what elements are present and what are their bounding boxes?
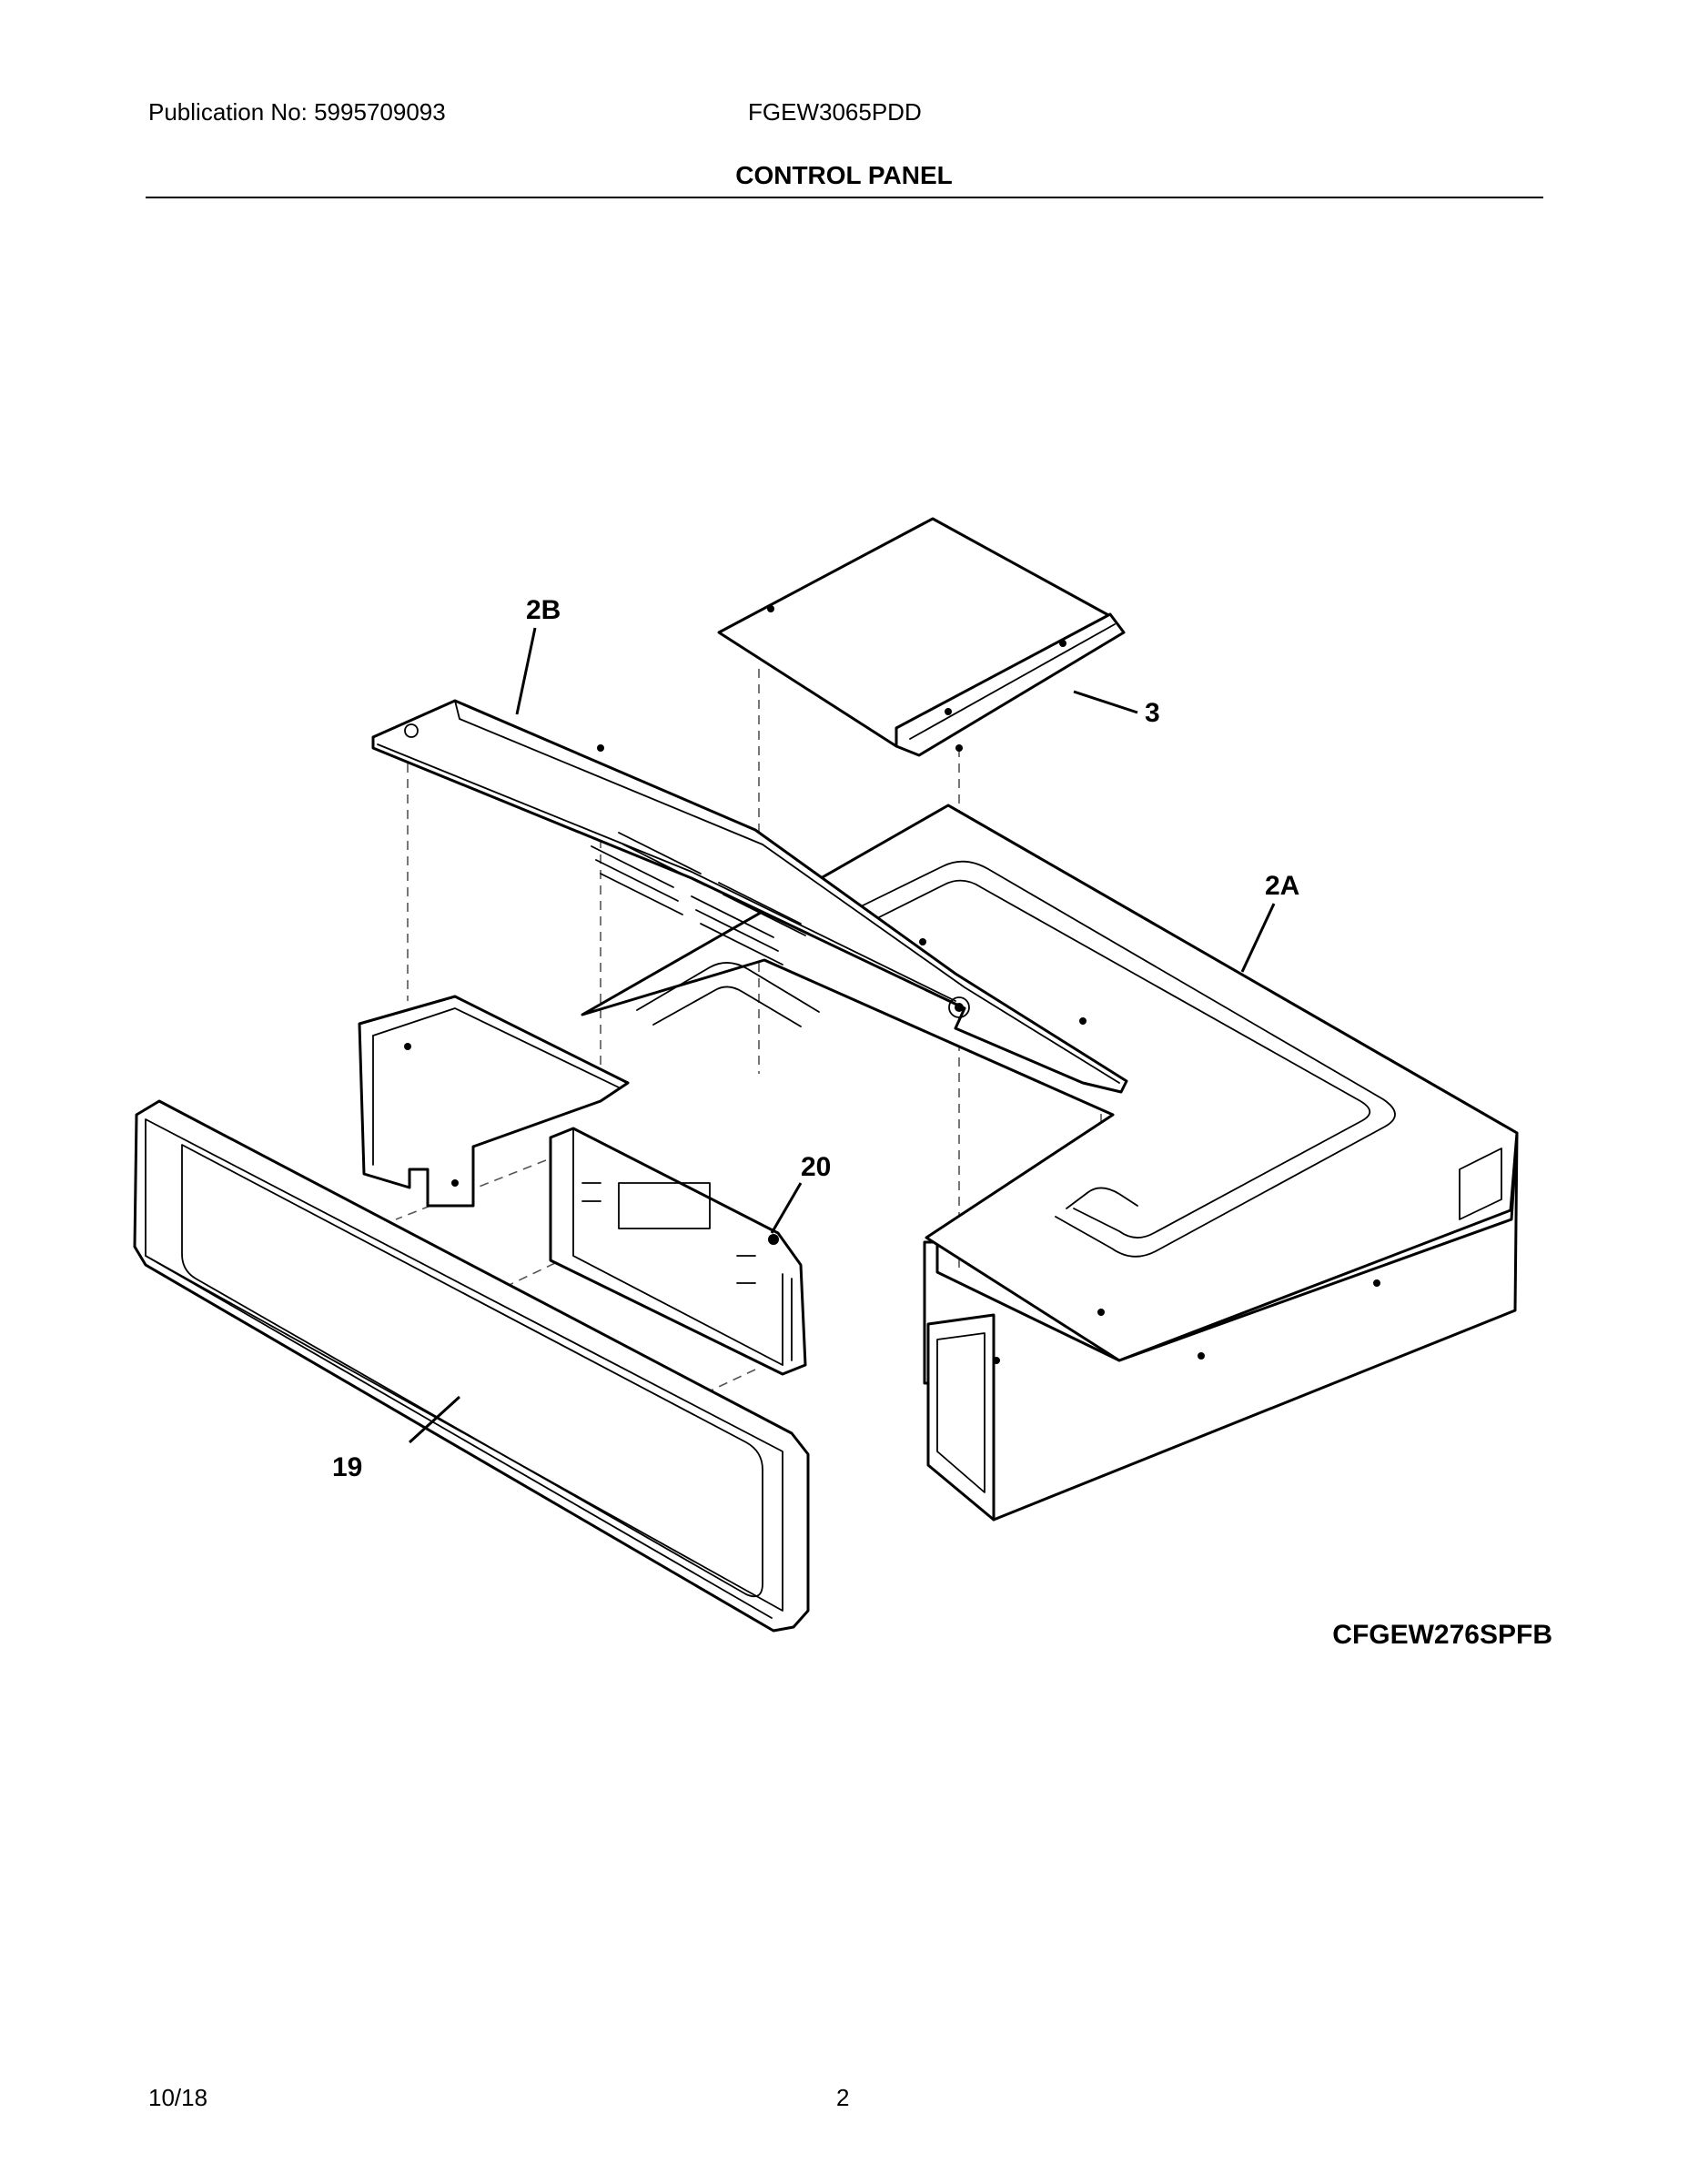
callout-20: 20 [801, 1152, 831, 1182]
part-2b-top-bracket [371, 699, 1128, 1094]
footer-date: 10/18 [148, 2084, 208, 2111]
model-number: FGEW3065PDD [748, 98, 922, 126]
part-19-front-trim [133, 1099, 810, 1633]
part-20-control-board [549, 1127, 807, 1376]
callout-2b: 2B [526, 595, 561, 625]
callout-2a: 2A [1265, 871, 1299, 901]
publication-number: Publication No: 5995709093 [148, 98, 446, 126]
leader-lines [408, 627, 1276, 1444]
page-number: 2 [836, 2084, 850, 2111]
callout-19: 19 [332, 1452, 362, 1482]
callout-3: 3 [1145, 698, 1160, 728]
part-3-cover-plate [717, 517, 1126, 757]
vent-slots [591, 832, 806, 966]
drawing-code: CFGEW276SPFB [1332, 1620, 1552, 1650]
part-2a-base-panel [581, 804, 1519, 1522]
header-rule [146, 197, 1543, 198]
page-title: CONTROL PANEL [735, 161, 953, 189]
left-side-bracket [358, 995, 630, 1208]
